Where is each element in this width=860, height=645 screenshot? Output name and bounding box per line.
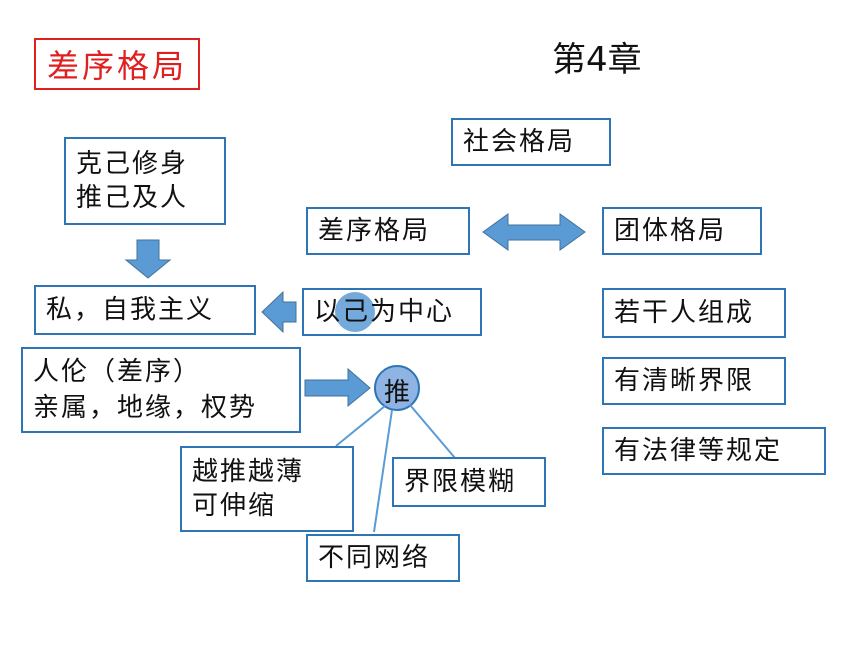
self-cultivation-box: 克己修身 推己及人 — [64, 137, 226, 225]
chapter-label: 第4章 — [552, 40, 642, 80]
differential-box: 差序格局 — [306, 207, 470, 255]
push-label: 推 — [384, 378, 411, 408]
trait-box-1: 若干人组成 — [602, 288, 786, 338]
self-cultivation-line-2: 推己及人 — [76, 183, 189, 213]
social-pattern-box: 社会格局 — [451, 118, 611, 166]
push-circle — [374, 365, 420, 411]
trait-text-3: 有法律等规定 — [614, 436, 783, 466]
organizational-box: 团体格局 — [602, 207, 762, 255]
line-to-thinning — [335, 405, 386, 447]
trait-text-1: 若干人组成 — [614, 298, 755, 328]
line-to-networks — [373, 409, 393, 533]
trait-box-3: 有法律等规定 — [602, 427, 826, 475]
blurred-text: 界限模糊 — [404, 467, 517, 497]
down-arrow — [124, 239, 172, 279]
main-title: 差序格局 — [34, 38, 200, 90]
right-arrow — [304, 367, 371, 408]
differential-text: 差序格局 — [318, 216, 431, 246]
ethics-line-1: 人伦（差序） — [33, 357, 202, 387]
highlight-circle — [335, 292, 375, 332]
left-arrow — [261, 290, 297, 334]
selfishness-box: 私，自我主义 — [34, 285, 256, 335]
networks-box: 不同网络 — [306, 534, 460, 582]
self-center-text: 以己为中心 — [314, 297, 455, 327]
thinning-box: 越推越薄 可伸缩 — [180, 446, 354, 532]
blurred-box: 界限模糊 — [392, 457, 546, 507]
thinning-line-1: 越推越薄 — [192, 457, 305, 487]
trait-text-2: 有清晰界限 — [614, 366, 755, 396]
self-center-box: 以己为中心 — [302, 288, 482, 336]
social-pattern-text: 社会格局 — [463, 127, 576, 157]
double-arrow — [482, 213, 586, 251]
thinning-line-2: 可伸缩 — [192, 491, 277, 521]
organizational-text: 团体格局 — [614, 216, 727, 246]
ethics-box: 人伦（差序） 亲属，地缘，权势 — [21, 347, 301, 433]
line-to-blurred — [409, 404, 456, 459]
selfishness-text: 私，自我主义 — [46, 295, 215, 325]
self-cultivation-line-1: 克己修身 — [76, 149, 189, 179]
trait-box-2: 有清晰界限 — [602, 357, 786, 405]
networks-text: 不同网络 — [318, 543, 431, 573]
ethics-line-2: 亲属，地缘，权势 — [33, 393, 258, 423]
